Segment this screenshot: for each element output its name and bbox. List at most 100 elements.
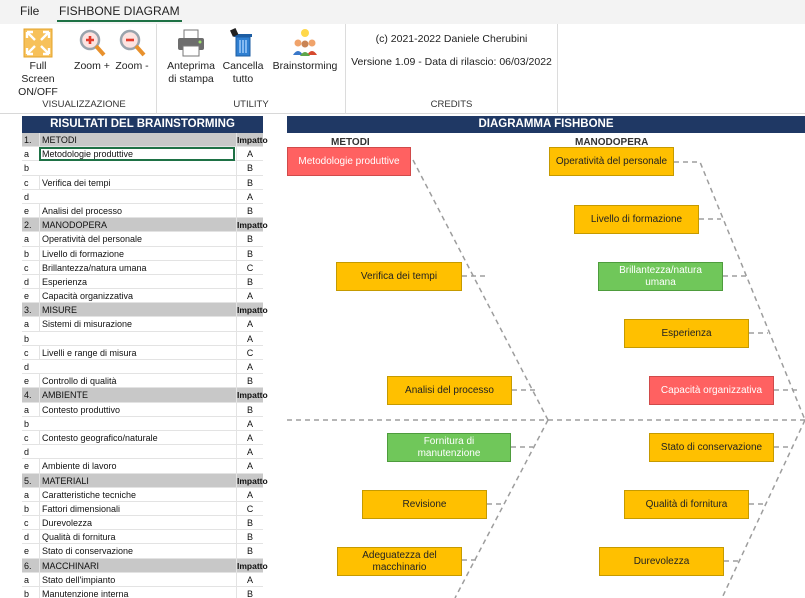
node-metodologie-produttive[interactable]: Metodologie produttive [287,147,411,176]
impact-cell[interactable]: B [236,232,263,247]
impact-cell[interactable]: C [236,501,263,516]
cause-cell[interactable]: Stato dell'impianto [39,572,235,587]
group-utility: Anteprima di stampa Cancella tutto [157,24,346,114]
row-id: e [24,546,30,557]
impact-cell[interactable]: B [236,587,263,598]
cause-cell[interactable]: Caratteristiche tecniche [39,487,235,502]
print-preview-button[interactable]: Anteprima di stampa [163,28,219,86]
impact-header: Impatto [236,473,268,488]
impact-cell[interactable]: B [236,374,263,389]
impact-cell[interactable]: A [236,572,263,587]
cause-cell[interactable]: Qualità di fornitura [39,530,235,545]
cause-cell[interactable]: Livelli e range di misura [39,345,235,360]
impact-cell[interactable]: A [236,317,263,332]
impact-cell[interactable]: A [236,189,263,204]
zoom-out-icon [119,29,146,57]
cause-cell[interactable]: Esperienza [39,274,235,289]
brainstorming-icon [293,29,317,56]
impact-cell[interactable]: A [236,430,263,445]
zoom-out-label: Zoom - [115,60,149,72]
impact-cell[interactable]: A [236,147,263,162]
cause-cell[interactable]: Sistemi di misurazione [39,317,235,332]
cause-cell[interactable]: Controllo di qualità [39,374,235,389]
impact-cell[interactable]: B [236,246,263,261]
fullscreen-button[interactable]: Full Screen ON/OFF [16,28,60,99]
impact-cell[interactable]: C [236,345,263,360]
impact-cell[interactable]: B [236,175,263,190]
row-id: 2. [24,220,32,231]
row-id: c [24,432,29,443]
zoom-out-button[interactable]: Zoom - [112,28,152,73]
brainstorming-button[interactable]: Brainstorming [267,28,343,73]
node-operativita-del-personale[interactable]: Operatività del personale [549,147,674,176]
menu-file[interactable]: File [20,4,40,18]
impact-cell[interactable]: B [236,274,263,289]
cause-cell[interactable]: Fattori dimensionali [39,501,235,516]
impact-cell[interactable]: B [236,203,263,218]
row-id: a [24,574,30,585]
row-id: c [24,177,29,188]
cause-cell[interactable]: Contesto geografico/naturale [39,430,235,445]
impact-cell[interactable]: A [236,331,263,346]
zoom-in-button[interactable]: Zoom + [72,28,112,73]
category-name: MISURE [39,303,235,318]
cause-cell[interactable]: Contesto produttivo [39,402,235,417]
row-id: 3. [24,305,32,316]
node-fornitura-di-manutenzione[interactable]: Fornitura di manutenzione [387,433,511,462]
menu-tab-fishbone[interactable]: FISHBONE DIAGRAM [57,4,182,22]
impact-cell[interactable]: B [236,402,263,417]
cause-cell[interactable]: Livello di formazione [39,246,235,261]
clear-all-button[interactable]: Cancella tutto [221,28,265,86]
node-analisi-del-processo[interactable]: Analisi del processo [387,376,512,405]
row-id: c [24,262,29,273]
impact-cell[interactable]: C [236,260,263,275]
impact-cell[interactable]: B [236,530,263,545]
impact-cell[interactable]: A [236,445,263,460]
cause-cell[interactable]: Operatività del personale [39,232,235,247]
row-id: a [24,489,30,500]
impact-cell[interactable]: B [236,161,263,176]
impact-cell[interactable]: A [236,360,263,374]
impact-cell[interactable]: B [236,516,263,531]
cause-cell[interactable]: Manutenzione interna [39,587,235,598]
cause-cell[interactable]: Ambiente di lavoro [39,459,235,474]
node-revisione[interactable]: Revisione [362,490,487,519]
cause-cell[interactable]: Brillantezza/natura umana [39,260,235,275]
node-qualita-di-fornitura[interactable]: Qualità di fornitura [624,490,749,519]
node-verifica-dei-tempi[interactable]: Verifica dei tempi [336,262,462,291]
node-durevolezza[interactable]: Durevolezza [599,547,724,576]
node-stato-di-conservazione[interactable]: Stato di conservazione [649,433,774,462]
cause-cell[interactable]: Capacità organizzativa [39,289,235,304]
cause-cell[interactable]: Verifica dei tempi [39,175,235,190]
impact-cell[interactable]: A [236,459,263,474]
credits-version: Versione 1.09 - Data di rilascio: 06/03/… [351,56,552,68]
impact-cell[interactable]: A [236,289,263,304]
cause-cell[interactable]: Stato di conservazione [39,544,235,559]
row-id: b [24,503,30,514]
node-livello-di-formazione[interactable]: Livello di formazione [574,205,699,234]
row-id: c [24,347,29,358]
cause-cell[interactable]: Analisi del processo [39,203,235,218]
node-brillantezza-natura-umana[interactable]: Brillantezza/natura umana [598,262,723,291]
cause-cell[interactable]: Durevolezza [39,516,235,531]
node-esperienza[interactable]: Esperienza [624,319,749,348]
impact-cell[interactable]: A [236,416,263,431]
impact-cell[interactable]: A [236,487,263,502]
impact-cell[interactable]: B [236,544,263,559]
node-adeguatezza-del-macchinario[interactable]: Adeguatezza del macchinario [337,547,462,576]
cause-cell[interactable]: Metodologie produttive [39,147,235,162]
fishbone-title: DIAGRAMMA FISHBONE [287,116,805,133]
node-capacita-organizzativa[interactable]: Capacità organizzativa [649,376,774,405]
